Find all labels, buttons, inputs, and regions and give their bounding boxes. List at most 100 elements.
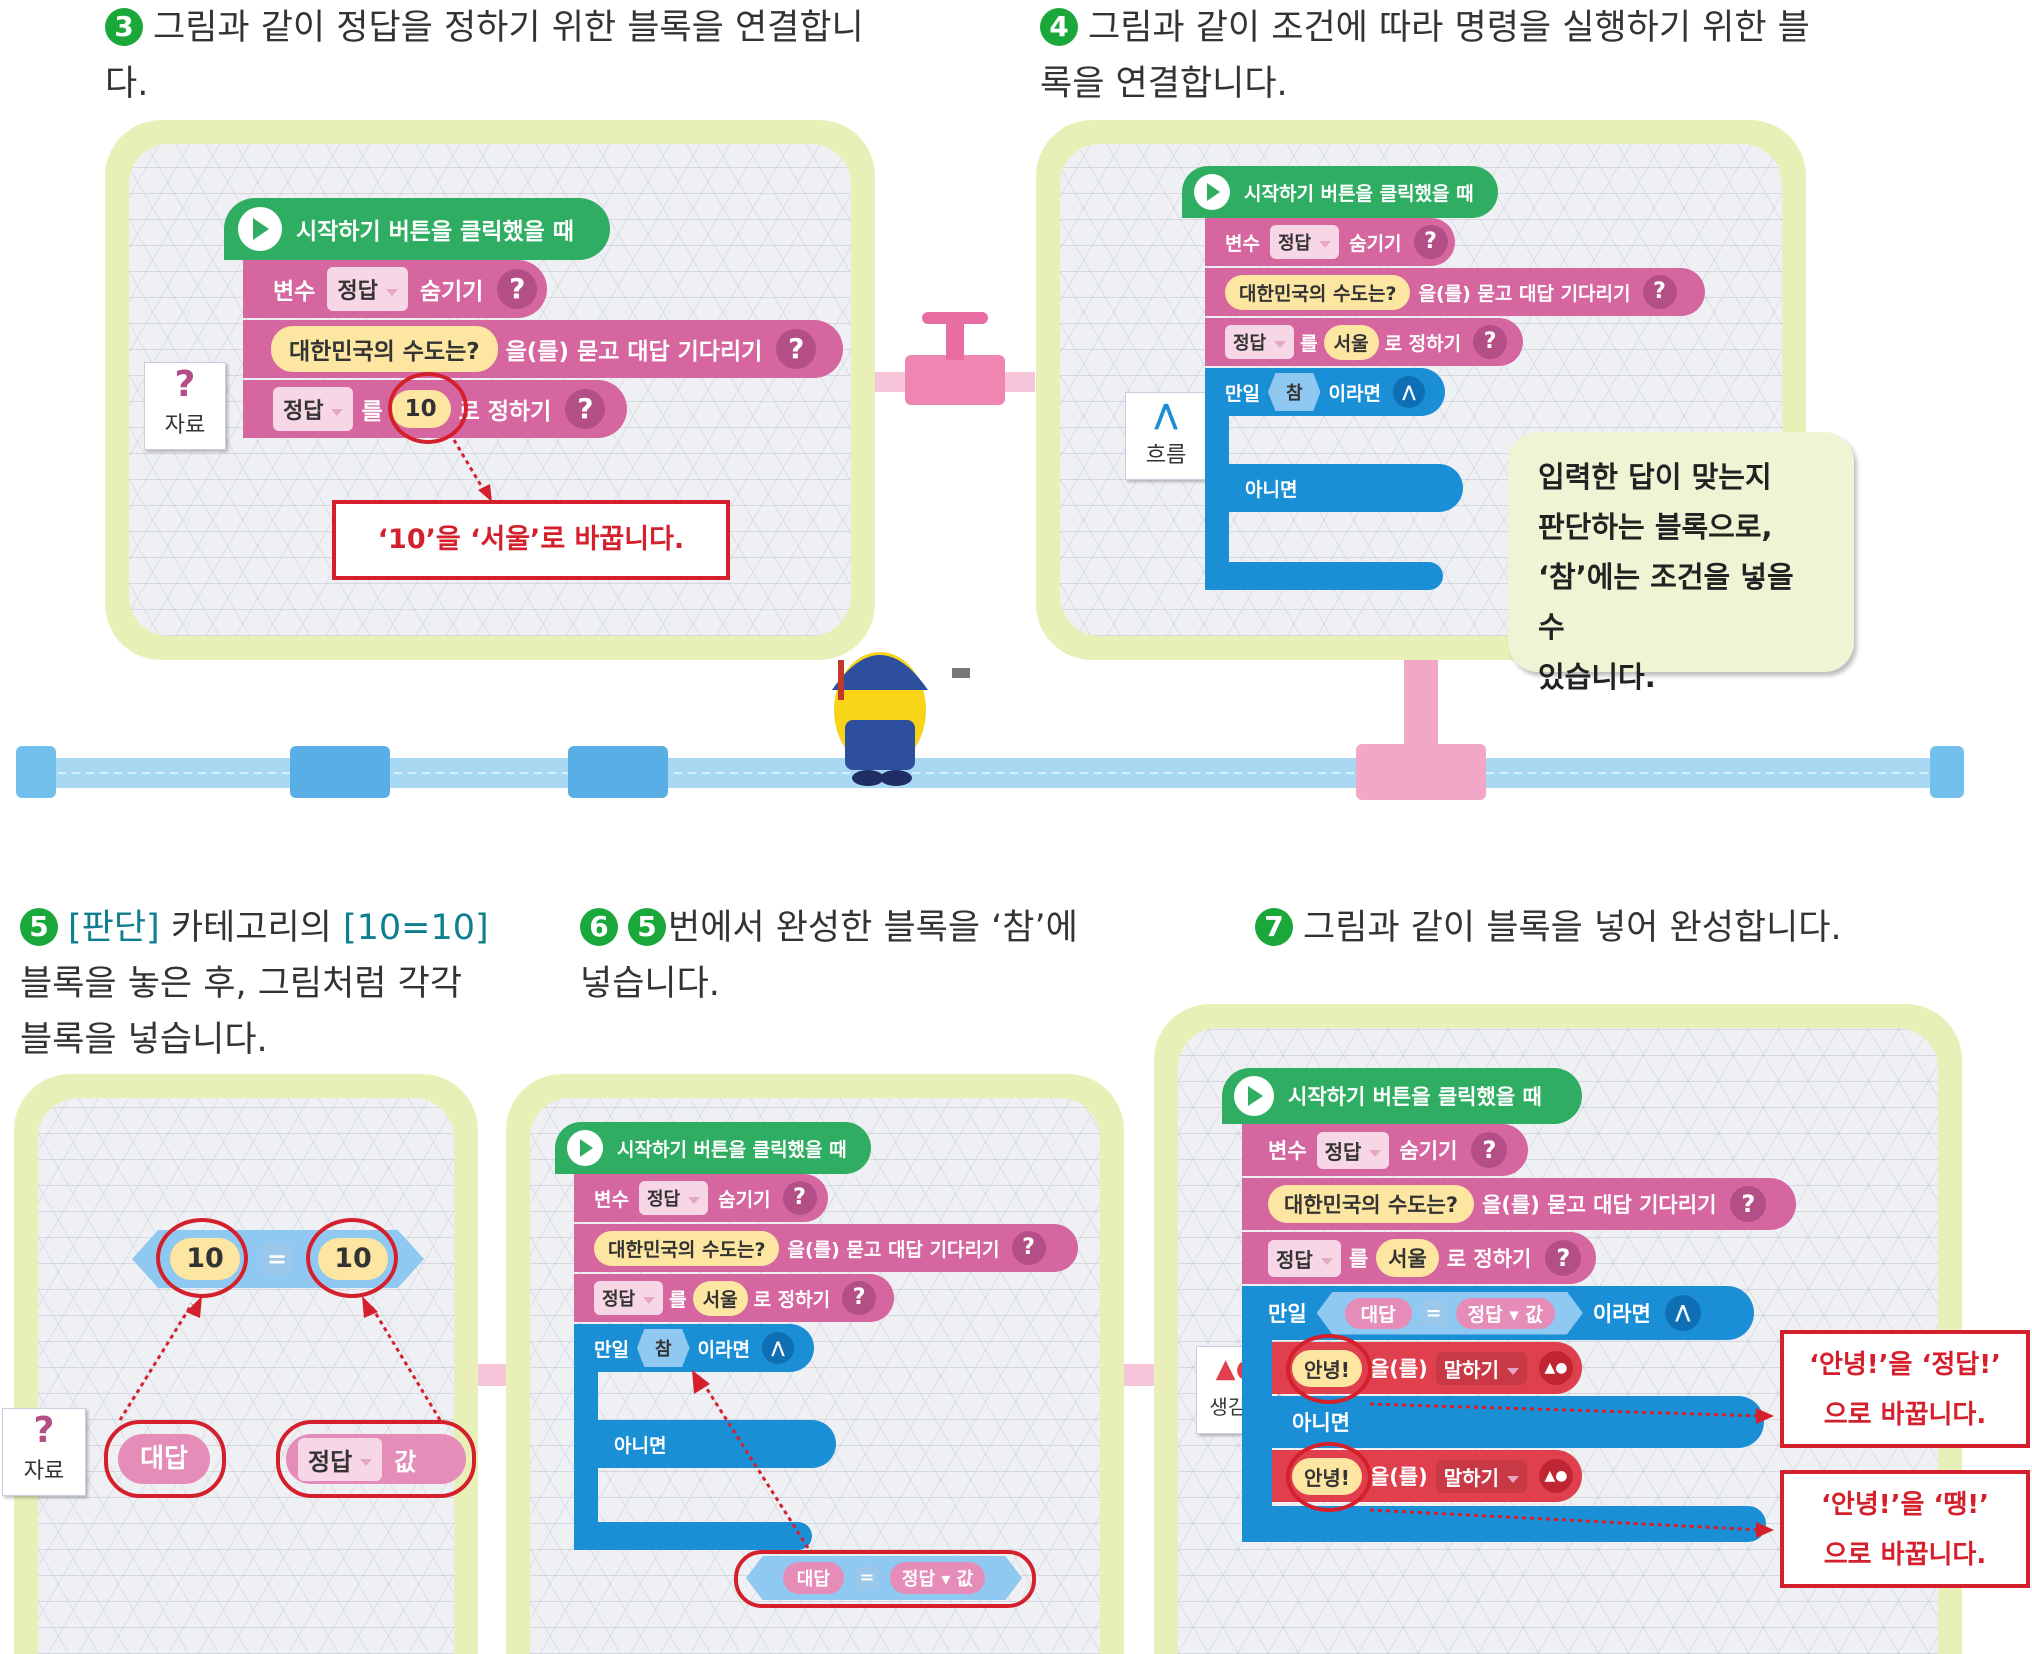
condition-slot[interactable]: 참 <box>1267 373 1321 411</box>
hide-label: 숨기기 <box>1349 232 1402 255</box>
value-text: 서울 <box>1388 1247 1427 1271</box>
equals-compare-block[interactable]: 대답 = 정답 ▾ 값 <box>1316 1291 1583 1335</box>
note-line-4: 있습니다. <box>1538 660 1656 694</box>
help-icon[interactable]: ? <box>565 389 606 429</box>
if-header[interactable]: 만일 참 이라면 ⋀ <box>1205 368 1445 416</box>
when-start-clicked-block[interactable]: 시작하기 버튼을 클릭했을 때 <box>1222 1068 1582 1124</box>
variable-dropdown[interactable]: 정답 <box>638 1181 709 1215</box>
variable-dropdown[interactable]: 정답 <box>327 267 408 311</box>
set-variable-block[interactable]: 정답 를 서울 로 정하기 ? <box>1205 318 1523 366</box>
help-icon[interactable]: ? <box>782 1181 817 1215</box>
variable-dropdown[interactable]: 정답 <box>273 387 354 431</box>
variable-name: 정답 <box>1277 233 1312 254</box>
variable-dropdown[interactable]: 정답 <box>1225 325 1295 359</box>
when-start-clicked-block[interactable]: 시작하기 버튼을 클릭했을 때 <box>555 1122 871 1174</box>
help-icon[interactable]: ? <box>1471 1132 1508 1168</box>
hide-variable-block[interactable]: 변수 정답 숨기기 ? <box>574 1174 828 1222</box>
set-to-label: 로 정하기 <box>1446 1247 1532 1271</box>
variable-value-block[interactable]: 정답 ▾ 값 <box>889 1562 986 1594</box>
help-icon[interactable]: ? <box>1413 225 1448 259</box>
hide-variable-block[interactable]: 변수 정답 숨기기 ? <box>1242 1124 1528 1176</box>
set-to-label: 로 정하기 <box>458 399 552 425</box>
category-tab-data-5[interactable]: ? 자료 <box>2 1408 86 1496</box>
category-tab-data-3[interactable]: ? 자료 <box>144 362 226 450</box>
condition-slot[interactable]: 참 <box>636 1329 690 1367</box>
ask-and-wait-block[interactable]: 대한민국의 수도는? 을(를) 묻고 대답 기다리기 ? <box>574 1224 1078 1272</box>
when-start-clicked-block[interactable]: 시작하기 버튼을 클릭했을 때 <box>1182 166 1498 218</box>
flow-icon[interactable]: ⋀ <box>1392 376 1425 408</box>
hide-variable-block[interactable]: 변수 정답 숨기기 ? <box>1205 218 1455 266</box>
step-number-7: 7 <box>1255 908 1293 946</box>
help-icon[interactable]: ? <box>1011 1231 1046 1265</box>
help-icon[interactable]: ? <box>1545 1240 1582 1276</box>
variable-dropdown[interactable]: 정답 <box>1316 1131 1390 1169</box>
looks-icon[interactable]: ▲● <box>1538 1459 1573 1493</box>
step-4-text: 그림과 같이 조건에 따라 명령을 실행하기 위한 블록을 연결합니다. <box>1040 8 1810 104</box>
variable-dropdown[interactable]: 정답 <box>1269 225 1340 259</box>
reply-block[interactable]: 대답 <box>782 1562 844 1594</box>
flow-icon[interactable]: ⋀ <box>1664 1295 1701 1331</box>
reply-block[interactable]: 대답 <box>1344 1297 1412 1329</box>
category-label: 자료 <box>23 1459 65 1484</box>
question-input[interactable]: 대한민국의 수도는? <box>1225 274 1411 310</box>
question-input[interactable]: 대한민국의 수도는? <box>271 326 498 372</box>
variable-value-block[interactable]: 정답 값 <box>286 1434 466 1484</box>
hide-variable-block[interactable]: 변수 정답 숨기기 ? <box>243 260 547 318</box>
question-input[interactable]: 대한민국의 수도는? <box>594 1230 780 1266</box>
flow-icon[interactable]: ⋀ <box>761 1332 794 1364</box>
variable-value-block[interactable]: 정답 ▾ 값 <box>1455 1297 1555 1329</box>
help-icon[interactable]: ? <box>1642 275 1677 309</box>
set-variable-block[interactable]: 정답 를 서울 로 정하기 ? <box>574 1274 894 1322</box>
ask-wait-label: 을(를) 묻고 대답 기다리기 <box>787 1238 1000 1261</box>
panel-step-5 <box>14 1074 478 1654</box>
step-number-5: 5 <box>20 908 58 946</box>
value-input[interactable]: 서울 <box>1376 1239 1439 1277</box>
var-label: 변수 <box>1225 232 1260 255</box>
category-tab-flow-4[interactable]: ⋀ 흐름 <box>1125 392 1207 480</box>
ask-and-wait-block[interactable]: 대한민국의 수도는? 을(를) 묻고 대답 기다리기 ? <box>1242 1178 1796 1230</box>
when-start-clicked-block[interactable]: 시작하기 버튼을 클릭했을 때 <box>224 198 610 260</box>
ask-wait-label: 을(를) 묻고 대답 기다리기 <box>505 339 763 365</box>
value-input[interactable]: 서울 <box>1323 324 1379 360</box>
if-then-label: 이라면 <box>1328 382 1381 405</box>
else-header[interactable]: 아니면 <box>1205 464 1463 512</box>
equals-compare-block[interactable]: 대답 = 정답 ▾ 값 <box>746 1556 1022 1600</box>
variable-dropdown[interactable]: 정답 <box>298 1437 383 1481</box>
play-icon <box>238 207 282 251</box>
help-icon[interactable]: ? <box>1730 1186 1767 1222</box>
set-variable-block[interactable]: 정답 를 서울 로 정하기 ? <box>1242 1232 1596 1284</box>
data-category-icon: ? <box>33 1410 55 1451</box>
step-7-text: 그림과 같이 블록을 넣어 완성합니다. <box>1303 908 1842 948</box>
equals-operator: = <box>262 1243 292 1275</box>
else-header[interactable]: 아니면 <box>574 1420 836 1468</box>
var-label: 변수 <box>594 1188 629 1211</box>
help-icon[interactable]: ? <box>497 269 538 309</box>
ask-and-wait-block[interactable]: 대한민국의 수도는? 을(를) 묻고 대답 기다리기 ? <box>243 320 843 378</box>
question-text: 대한민국의 수도는? <box>1239 282 1397 305</box>
callout-line: ‘안녕!’을 ‘정답!’ <box>1809 1350 2001 1380</box>
start-label: 시작하기 버튼을 클릭했을 때 <box>1244 182 1474 205</box>
help-icon[interactable]: ? <box>842 1281 877 1315</box>
question-input[interactable]: 대한민국의 수도는? <box>1268 1185 1475 1223</box>
help-icon[interactable]: ? <box>1473 325 1508 359</box>
equals-operator: = <box>855 1566 878 1590</box>
highlight-compare-block <box>734 1550 1036 1608</box>
callout-change-to-seoul: ‘10’을 ‘서울’로 바꿉니다. <box>332 500 730 580</box>
variable-dropdown[interactable]: 정답 <box>1268 1239 1341 1277</box>
if-header[interactable]: 만일 참 이라면 ⋀ <box>574 1324 814 1372</box>
variable-name: 정답 <box>308 1447 353 1476</box>
else-header[interactable]: 아니면 <box>1242 1396 1764 1448</box>
ask-and-wait-block[interactable]: 대한민국의 수도는? 을(를) 묻고 대답 기다리기 ? <box>1205 268 1705 316</box>
ask-wait-label: 을(를) 묻고 대답 기다리기 <box>1482 1193 1717 1217</box>
value-input[interactable]: 서울 <box>692 1280 748 1316</box>
if-label: 만일 <box>1225 382 1260 405</box>
say-dropdown[interactable]: 말하기 <box>1435 1351 1527 1385</box>
variable-dropdown[interactable]: 정답 <box>594 1281 664 1315</box>
if-header[interactable]: 만일 대답 = 정답 ▾ 값 이라면 ⋀ <box>1242 1286 1754 1340</box>
looks-icon[interactable]: ▲● <box>1538 1351 1573 1385</box>
else-label: 아니면 <box>1292 1411 1350 1435</box>
help-icon[interactable]: ? <box>776 329 817 369</box>
highlight-circle-left <box>156 1218 248 1298</box>
say-dropdown[interactable]: 말하기 <box>1435 1459 1527 1493</box>
